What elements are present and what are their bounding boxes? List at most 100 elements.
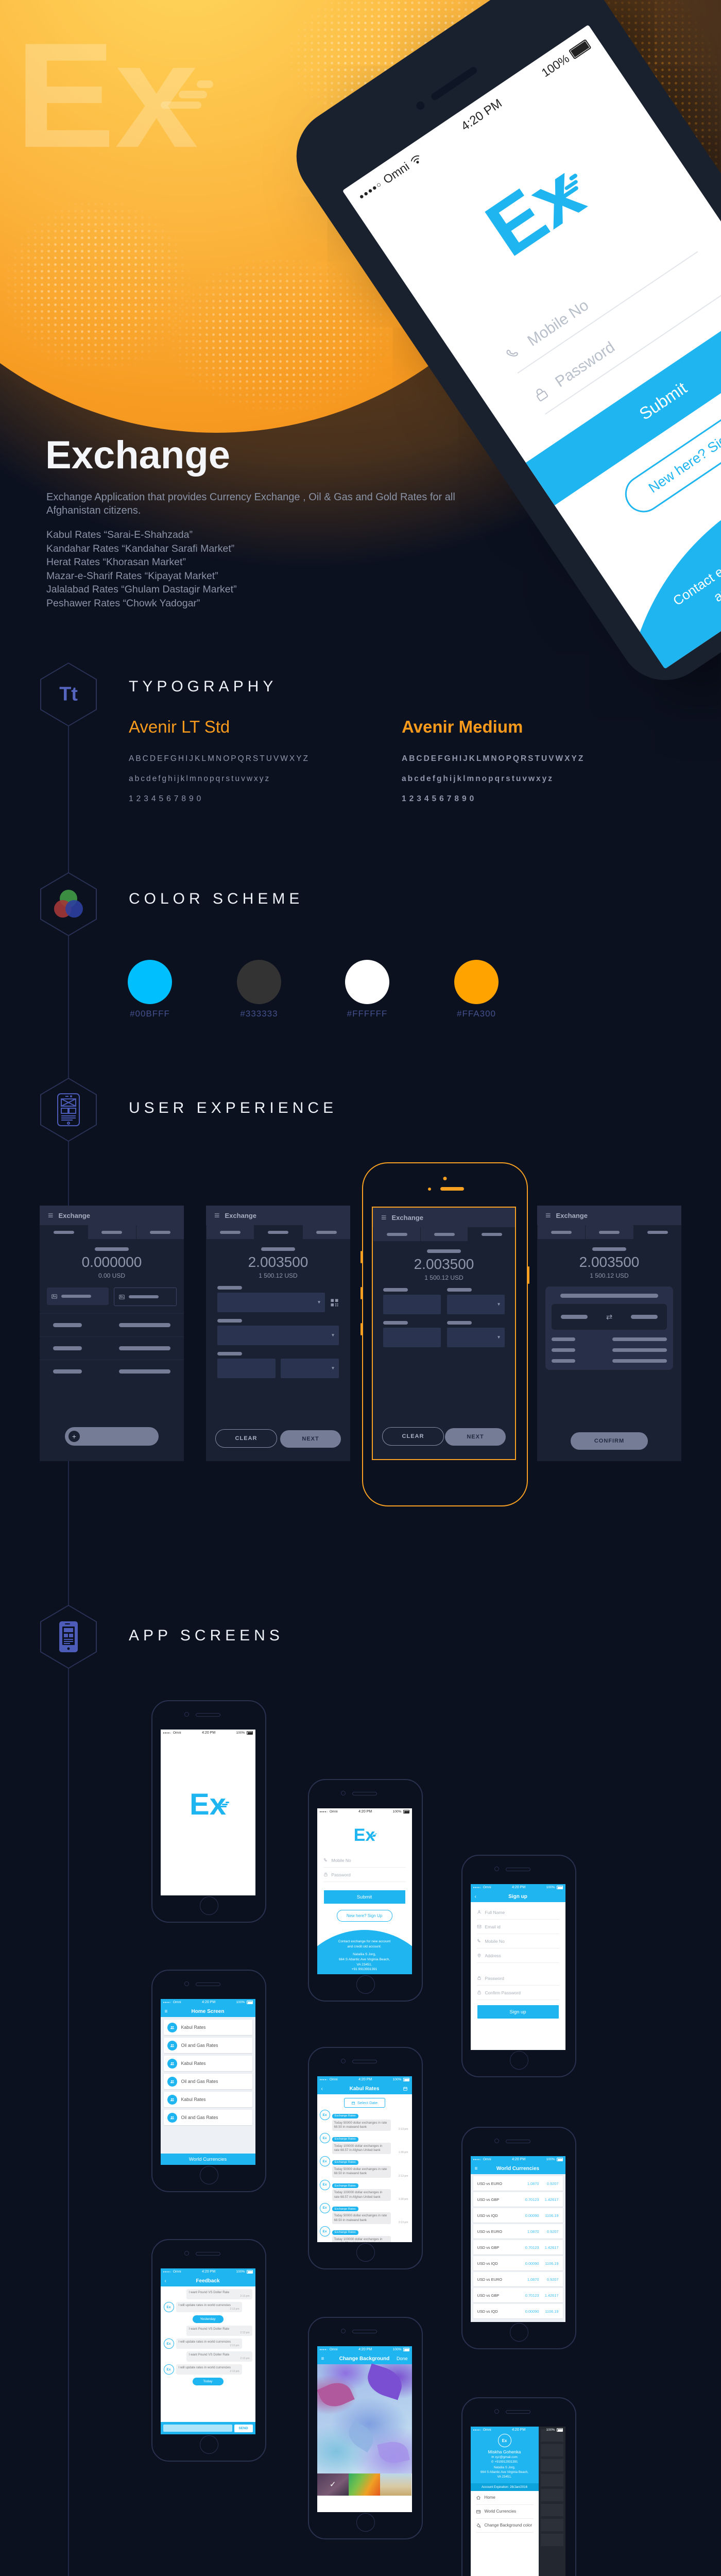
unit-select[interactable]: ▾ <box>281 1359 339 1378</box>
password-input[interactable]: Password <box>525 262 721 415</box>
email-input[interactable]: Email id <box>476 1920 559 1934</box>
chat-input[interactable] <box>163 2425 232 2432</box>
app-logo: Ex <box>354 1826 377 1844</box>
wallpaper-option[interactable] <box>380 2473 412 2496</box>
next-button[interactable]: NEXT <box>280 1430 341 1448</box>
next-button[interactable]: NEXT <box>445 1428 506 1446</box>
image-option-selected[interactable] <box>47 1287 109 1305</box>
summary-card: ⇄ <box>545 1286 673 1370</box>
hamburger-icon[interactable]: ≡ <box>321 2355 324 2362</box>
signup-button[interactable]: New here? Sign Up <box>336 1910 392 1922</box>
confirm-password-input[interactable]: Confirm Password <box>476 1986 559 2000</box>
tab-1[interactable] <box>373 1227 420 1241</box>
font-digits: 1234567890 <box>402 794 477 803</box>
field-label <box>383 1321 408 1325</box>
signal-icon: ●●●●○ <box>357 179 384 201</box>
wallpaper-option-selected[interactable]: ✓ <box>317 2473 349 2496</box>
image-option[interactable] <box>114 1287 177 1306</box>
clear-button[interactable]: CLEAR <box>382 1427 444 1446</box>
tab-1[interactable] <box>206 1225 254 1239</box>
world-currencies-footer[interactable]: World Currencies <box>160 2154 255 2165</box>
menu-item-home[interactable]: Home <box>475 2491 534 2505</box>
side-button <box>360 1323 362 1335</box>
message-badge: Exchange Rates <box>332 2137 358 2142</box>
send-button[interactable]: SEND <box>234 2424 253 2432</box>
menu-item-change-background[interactable]: Change Background color <box>475 2519 534 2533</box>
confirm-button[interactable]: CONFIRM <box>571 1432 648 1450</box>
tab-3[interactable] <box>633 1225 681 1239</box>
home-button <box>356 2513 375 2532</box>
hamburger-icon[interactable]: ≡ <box>164 2008 168 2014</box>
wallpaper-option[interactable] <box>348 2473 381 2496</box>
tab-1[interactable] <box>537 1225 586 1239</box>
list-item[interactable]: Kabul Rates <box>163 2020 252 2035</box>
swap-icon[interactable]: ⇄ <box>606 1313 613 1321</box>
list-item[interactable]: Oil and Gas Rates <box>163 2038 252 2053</box>
tab-2[interactable] <box>88 1225 136 1239</box>
fullname-input[interactable]: Full Name <box>476 1905 559 1920</box>
lock-icon <box>477 1976 480 1980</box>
currency-select[interactable]: ▾ <box>217 1326 339 1345</box>
calendar-icon[interactable] <box>403 2086 408 2091</box>
tt-icon: Tt <box>59 683 78 705</box>
list-item[interactable]: Oil and Gas Rates <box>163 2074 252 2089</box>
signup-submit-button[interactable]: Sign up <box>477 2005 559 2019</box>
qr-code-icon[interactable] <box>330 1298 339 1307</box>
list-item[interactable]: Kabul Rates <box>163 2092 252 2107</box>
menu-item-world-currencies[interactable]: World Currencies <box>475 2505 534 2519</box>
password-input[interactable]: Password <box>476 1971 559 1986</box>
hamburger-icon[interactable]: ≡ <box>381 1212 387 1223</box>
hamburger-icon[interactable]: ≡ <box>214 1210 220 1221</box>
back-icon[interactable]: ‹ <box>474 1893 476 1900</box>
phone-camera <box>494 2409 499 2414</box>
add-button[interactable]: + <box>65 1427 159 1446</box>
pin-icon <box>477 1954 480 1958</box>
hamburger-icon[interactable]: ≡ <box>474 2165 478 2172</box>
tab-2[interactable] <box>585 1225 633 1239</box>
list-item[interactable]: Oil and Gas Rates <box>163 2110 252 2125</box>
tab-3[interactable] <box>468 1227 515 1241</box>
placeholder-label <box>427 1249 461 1253</box>
mobile-input[interactable]: Mobile No <box>323 1853 406 1868</box>
amount-input[interactable] <box>383 1328 441 1347</box>
tab-1[interactable] <box>40 1225 88 1239</box>
currency-select[interactable]: ▾ <box>447 1328 505 1347</box>
back-icon[interactable]: ‹ <box>321 2086 323 2092</box>
battery-percent: 100% <box>546 1886 555 1889</box>
hamburger-icon[interactable]: ≡ <box>48 1210 54 1221</box>
tab-2[interactable] <box>420 1227 468 1241</box>
clear-button[interactable]: CLEAR <box>215 1429 277 1448</box>
currency-select[interactable]: ▾ <box>217 1293 325 1312</box>
currency-select[interactable]: ▾ <box>447 1295 505 1314</box>
amount-input[interactable] <box>217 1359 276 1378</box>
amount-input[interactable] <box>383 1295 441 1314</box>
list-item[interactable]: Kabul Rates <box>163 2056 252 2071</box>
hamburger-icon[interactable]: ≡ <box>545 1210 551 1221</box>
people-icon <box>167 2112 177 2123</box>
submit-button[interactable]: Submit <box>323 1890 405 1904</box>
address-input[interactable]: Address <box>476 1948 559 1963</box>
login-screen: ●●●●○ Omni 4:20 PM 100% Ex Mobile No Pas… <box>317 1808 412 1974</box>
mobile-input[interactable]: Mobile No <box>497 221 698 374</box>
tab-3[interactable] <box>135 1225 184 1239</box>
phone-speaker <box>196 1982 220 1986</box>
password-input[interactable]: Password <box>323 1868 406 1882</box>
select-date-button[interactable]: Select Date <box>344 2098 385 2108</box>
message-badge: Exchange Rates <box>332 2207 358 2212</box>
tab-3[interactable] <box>302 1225 350 1239</box>
clock: 4:20 PM <box>512 2428 526 2432</box>
mobile-input[interactable]: Mobile No <box>476 1934 559 1948</box>
done-button[interactable]: Done <box>396 2356 408 2361</box>
back-icon[interactable]: ‹ <box>164 2278 166 2284</box>
tab-2[interactable] <box>254 1225 302 1239</box>
